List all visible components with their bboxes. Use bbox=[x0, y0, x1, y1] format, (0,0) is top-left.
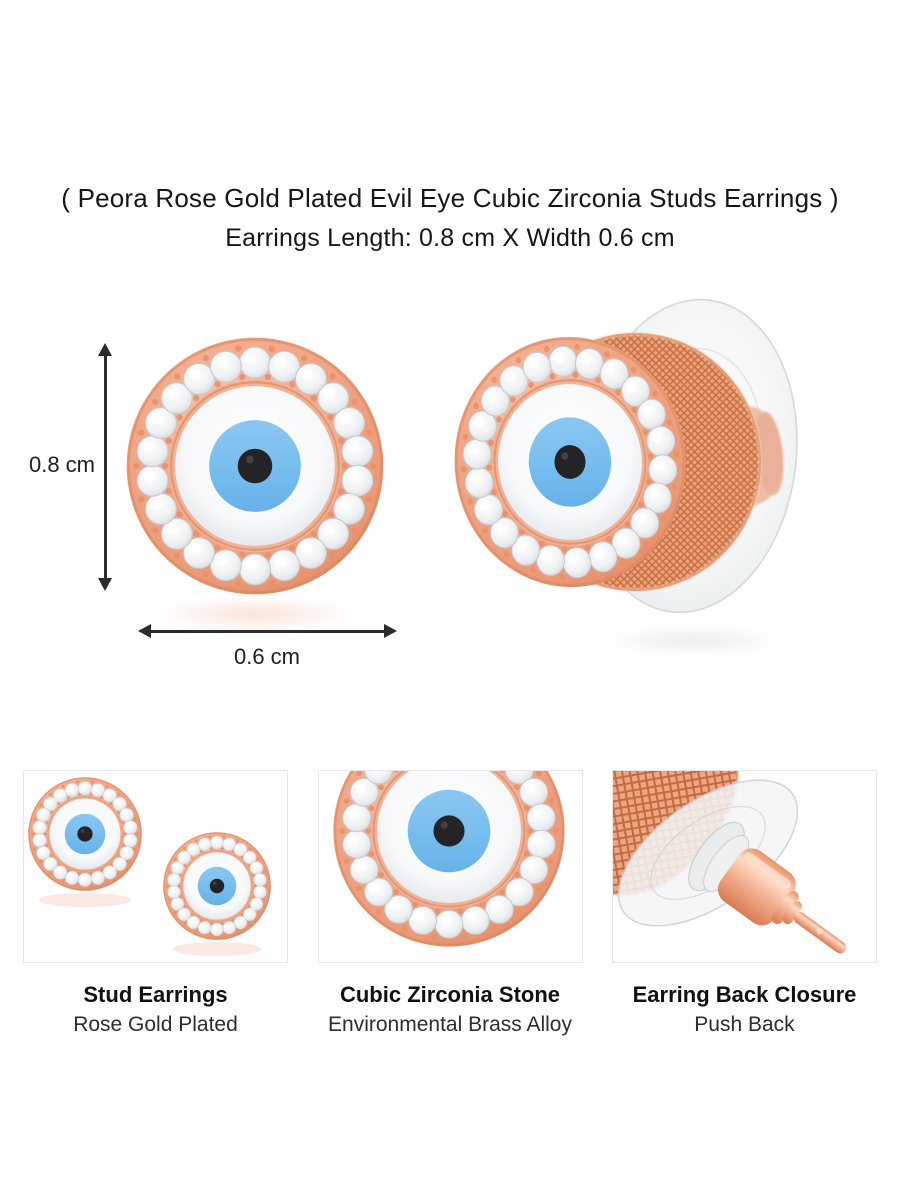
left-earring-front-photo bbox=[125, 336, 385, 596]
height-dimension-arrow bbox=[104, 354, 107, 580]
panel-caption: Stud Earrings Rose Gold Plated bbox=[23, 980, 288, 1039]
product-title: ( Peora Rose Gold Plated Evil Eye Cubic … bbox=[61, 183, 839, 213]
panel-title: Stud Earrings bbox=[83, 982, 228, 1007]
panel-subtitle: Rose Gold Plated bbox=[73, 1013, 238, 1036]
push-back-photo bbox=[612, 770, 877, 963]
height-dimension-label: 0.8 cm bbox=[28, 452, 96, 477]
panel-back-closure: Earring Back Closure Push Back bbox=[612, 770, 877, 1039]
panel-subtitle: Environmental Brass Alloy bbox=[328, 1013, 572, 1036]
arrowhead-down-icon bbox=[98, 578, 112, 591]
width-dimension-label: 0.6 cm bbox=[233, 644, 301, 669]
product-dimensions-line: Earrings Length: 0.8 cm X Width 0.6 cm bbox=[225, 224, 675, 252]
arrowhead-up-icon bbox=[98, 343, 112, 356]
stud-earrings-photo bbox=[23, 770, 288, 963]
left-earring-reflection bbox=[152, 601, 358, 627]
panel-title: Earring Back Closure bbox=[632, 982, 857, 1007]
width-dimension-arrow bbox=[149, 630, 385, 633]
panel-subtitle: Push Back bbox=[694, 1013, 795, 1036]
panel-caption: Earring Back Closure Push Back bbox=[612, 980, 877, 1039]
feature-panels-row: Stud Earrings Rose Gold Plated Cubic Zir… bbox=[23, 770, 877, 1039]
right-earring-reflection bbox=[598, 630, 788, 652]
arrowhead-right-icon bbox=[384, 624, 397, 638]
panel-title: Cubic Zirconia Stone bbox=[339, 982, 561, 1007]
arrowhead-left-icon bbox=[138, 624, 151, 638]
right-earring-back-photo bbox=[444, 298, 798, 614]
cubic-zirconia-photo bbox=[317, 770, 583, 963]
panel-stud-earrings: Stud Earrings Rose Gold Plated bbox=[23, 770, 288, 1039]
panel-caption: Cubic Zirconia Stone Environmental Brass… bbox=[318, 980, 583, 1039]
panel-cubic-zirconia: Cubic Zirconia Stone Environmental Brass… bbox=[317, 770, 583, 1039]
